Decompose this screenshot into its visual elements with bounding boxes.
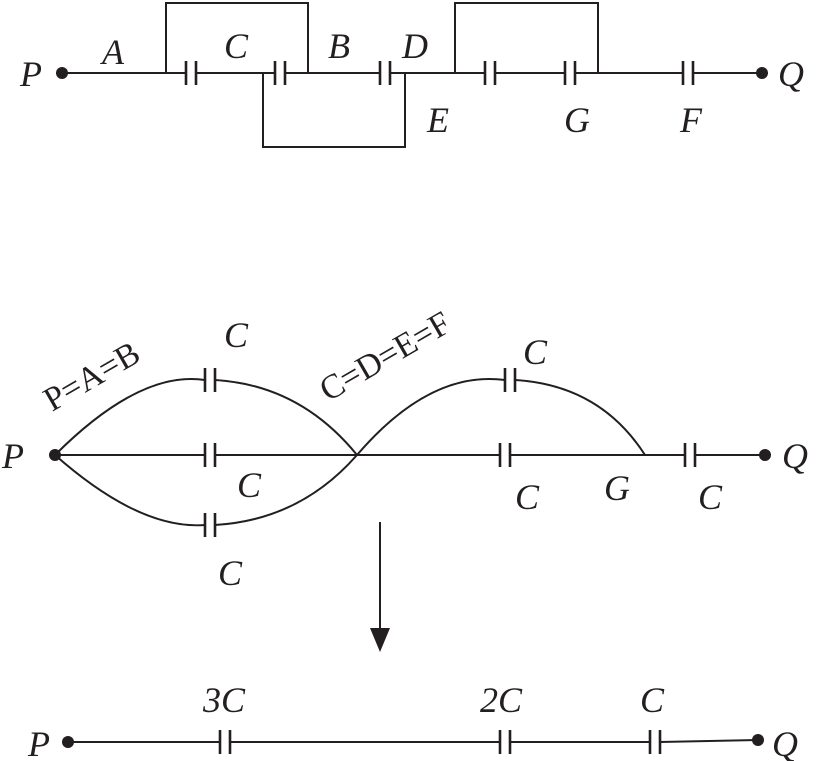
capacitors [203, 368, 697, 537]
cap-label: C [523, 332, 548, 372]
top-loop-1 [165, 2, 309, 73]
top-circuit: P Q A C B D E G F [19, 2, 804, 148]
label-d: D [401, 26, 428, 66]
terminal-p-dot [49, 449, 61, 461]
label-c: C [224, 26, 249, 66]
cap-label-3c: 3C [202, 680, 246, 720]
label-b: B [328, 26, 350, 66]
top-loop-2 [454, 2, 599, 73]
middle-circuit: P Q P=A=B C=D=E=F G C C C C C C [1, 305, 808, 593]
label-node-pab: P=A=B [38, 335, 147, 419]
cap-label: C [515, 477, 540, 517]
label-g: G [604, 468, 630, 508]
label-node-cdef: C=D=E=F [314, 305, 458, 409]
label-q: Q [772, 724, 798, 761]
terminal-q-dot [759, 449, 771, 461]
cap-label: C [224, 315, 249, 355]
terminal-q-dot [752, 734, 764, 746]
cap-label: C [237, 465, 262, 505]
label-p: P [27, 724, 50, 761]
terminal-p-dot [56, 67, 68, 79]
arc-top-left [54, 378, 358, 456]
bottom-circuit: P Q 3C 2C C [27, 680, 798, 761]
cap-label-2c: 2C [480, 680, 523, 720]
label-p: P [19, 54, 42, 94]
bottom-wire [68, 739, 759, 743]
capacitors [218, 730, 662, 754]
terminal-p-dot [62, 736, 74, 748]
label-q: Q [778, 54, 804, 94]
label-e: E [426, 100, 449, 140]
arc-top-right [356, 378, 646, 456]
label-f: F [679, 100, 703, 140]
cap-label-c: C [640, 680, 665, 720]
label-a: A [100, 32, 125, 72]
label-g: G [564, 100, 590, 140]
capacitors [184, 61, 695, 85]
label-p: P [1, 436, 24, 476]
bottom-loop [262, 73, 406, 148]
arc-bottom-left [54, 454, 358, 527]
terminal-q-dot [756, 67, 768, 79]
down-arrow-icon [370, 522, 390, 652]
label-q: Q [782, 436, 808, 476]
cap-label: C [698, 477, 723, 517]
cap-label: C [218, 553, 243, 593]
